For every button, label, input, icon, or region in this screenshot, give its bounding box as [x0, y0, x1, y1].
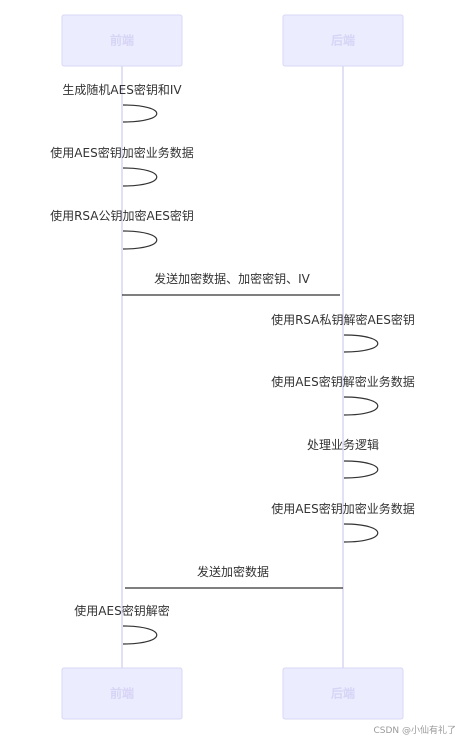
message-response: 发送加密数据: [125, 564, 343, 589]
frontend-actor-bottom: 前端: [61, 667, 183, 720]
message-self-7: 处理业务逻辑: [307, 437, 379, 479]
message-label-3: 使用RSA公钥加密AES密钥: [50, 208, 194, 223]
message-label-7: 处理业务逻辑: [307, 437, 379, 452]
message-label-10: 使用AES密钥解密: [74, 603, 169, 618]
message-self-3: 使用RSA公钥加密AES密钥: [50, 208, 194, 250]
backend-actor-top: 后端: [282, 14, 404, 67]
self-loop-arrow-1: [122, 104, 158, 123]
self-loop-arrow-10: [122, 625, 158, 645]
message-self-8: 使用AES密钥加密业务数据: [271, 501, 415, 543]
backend-actor-bottom: 后端: [282, 667, 404, 720]
message-label-9: 发送加密数据: [197, 564, 269, 579]
frontend-actor-bottom-label: 前端: [110, 686, 134, 701]
message-self-2: 使用AES密钥加密业务数据: [50, 145, 194, 187]
self-loop-arrow-6: [343, 396, 379, 416]
message-self-10: 使用AES密钥解密: [74, 603, 170, 645]
watermark-text: CSDN @小仙有礼了: [373, 724, 456, 736]
backend-actor-top-label: 后端: [331, 33, 355, 48]
self-loop-arrow-3: [122, 230, 158, 250]
message-label-4: 发送加密数据、加密密钥、IV: [154, 271, 311, 286]
message-request: 发送加密数据、加密密钥、IV: [122, 271, 340, 296]
message-label-2: 使用AES密钥加密业务数据: [50, 145, 193, 160]
message-self-6: 使用AES密钥解密业务数据: [271, 374, 415, 416]
frontend-actor-top-label: 前端: [110, 33, 134, 48]
message-label-8: 使用AES密钥加密业务数据: [271, 501, 414, 516]
backend-actor-bottom-label: 后端: [331, 686, 355, 701]
message-label-6: 使用AES密钥解密业务数据: [271, 374, 414, 389]
message-label-5: 使用RSA私钥解密AES密钥: [271, 312, 415, 327]
frontend-actor-top: 前端: [61, 14, 183, 67]
message-self-5: 使用RSA私钥解密AES密钥: [271, 312, 415, 353]
self-loop-arrow-5: [343, 334, 379, 353]
message-self-1: 生成随机AES密钥和IV: [62, 82, 182, 123]
self-loop-arrow-7: [343, 460, 379, 479]
message-label-1: 生成随机AES密钥和IV: [62, 82, 182, 97]
self-loop-arrow-8: [343, 523, 379, 543]
self-loop-arrow-2: [122, 167, 158, 187]
